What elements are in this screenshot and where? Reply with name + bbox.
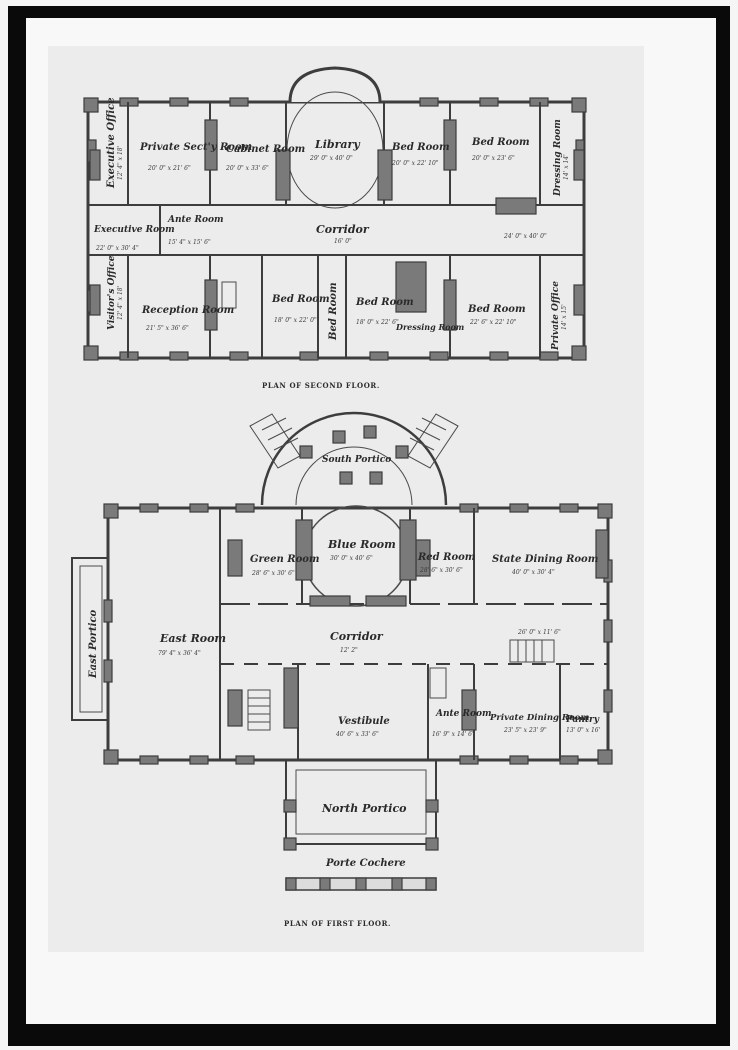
second-floor-corridor-label: Corridor <box>316 223 370 236</box>
svg-text:22' 0" x 30' 4": 22' 0" x 30' 4" <box>95 245 139 252</box>
svg-text:14' x 14': 14' x 14' <box>563 154 570 180</box>
first-floor-corridor-label: Corridor <box>330 630 384 643</box>
bed-room-4-label: Bed Room <box>355 297 414 308</box>
svg-text:28' 6" x 30' 6": 28' 6" x 30' 6" <box>251 570 295 577</box>
svg-text:12' 4" x 18': 12' 4" x 18' <box>117 285 124 320</box>
red-room-label: Red Room <box>417 552 475 563</box>
green-room-label: Green Room <box>250 554 320 565</box>
svg-text:15' 4" x 15' 6": 15' 4" x 15' 6" <box>168 239 211 246</box>
south-portico-label: South Portico <box>322 455 391 465</box>
library-label: Library <box>314 138 361 151</box>
svg-text:13' 0" x 16': 13' 0" x 16' <box>566 727 601 734</box>
bed-room-vertical-label: Bed Room <box>328 282 339 341</box>
dressing-room-right-label: Dressing Room <box>553 119 563 197</box>
dressing-room-center-label: Dressing Room <box>395 322 464 332</box>
vestibule-label: Vestibule <box>338 716 390 727</box>
executive-office-label: Executive Office <box>106 97 117 189</box>
svg-text:20' 0" x 21' 6": 20' 0" x 21' 6" <box>147 165 191 172</box>
svg-text:28' 6" x 30' 6": 28' 6" x 30' 6" <box>419 567 463 574</box>
svg-text:29' 0" x 40' 0": 29' 0" x 40' 0" <box>309 155 353 162</box>
svg-text:16' 9" x 14' 6": 16' 9" x 14' 6" <box>432 731 475 738</box>
svg-text:20' 0" x 22' 10": 20' 0" x 22' 10" <box>391 160 439 167</box>
bed-room-3-label: Bed Room <box>271 294 330 305</box>
second-floor-caption: PLAN OF SECOND FLOOR. <box>262 381 380 390</box>
state-dining-room-label: State Dining Room <box>492 554 598 565</box>
svg-text:79' 4" x 36' 4": 79' 4" x 36' 4" <box>158 650 201 657</box>
svg-text:12' 4" x 18': 12' 4" x 18' <box>117 145 124 180</box>
svg-text:12' 2": 12' 2" <box>340 647 358 654</box>
south-portico-columns <box>299 425 409 485</box>
private-sect-room-label: Private Sect'y Room <box>139 142 252 153</box>
svg-text:30' 0" x 40' 6": 30' 0" x 40' 6" <box>330 555 373 562</box>
svg-text:16' 0": 16' 0" <box>334 238 352 245</box>
svg-text:18' 0" x 22' 0": 18' 0" x 22' 0" <box>274 317 317 324</box>
north-portico-label: North Portico <box>321 802 407 815</box>
svg-text:40' 6" x 33' 6": 40' 6" x 33' 6" <box>335 731 379 738</box>
bed-room-1-label: Bed Room <box>391 142 450 153</box>
svg-text:24' 0" x 40' 0": 24' 0" x 40' 0" <box>503 233 547 240</box>
second-floor-plan: Executive Office 12' 4" x 18' Private Se… <box>83 66 587 361</box>
cabinet-room-label: Cabinet Room <box>226 144 305 155</box>
svg-text:23' 5" x 23' 9": 23' 5" x 23' 9" <box>503 727 547 734</box>
bed-room-5-label: Bed Room <box>467 304 526 315</box>
ante-room-first-label: Ante Room <box>435 709 492 719</box>
blue-room-label: Blue Room <box>327 538 396 551</box>
private-office-label: Private Office <box>551 281 561 351</box>
svg-text:14' x 15': 14' x 15' <box>561 304 568 330</box>
ante-room-label: Ante Room <box>167 215 224 225</box>
east-portico-label: East Portico <box>88 609 99 679</box>
first-floor-caption: PLAN OF FIRST FLOOR. <box>284 919 391 928</box>
svg-text:20' 0" x 33' 6": 20' 0" x 33' 6" <box>225 165 269 172</box>
porte-cochere-label: Porte Cochere <box>325 858 406 869</box>
svg-text:21' 5" x 36' 6": 21' 5" x 36' 6" <box>145 325 189 332</box>
private-dining-room-label: Private Dining Room <box>489 713 589 723</box>
bed-room-2-label: Bed Room <box>471 137 530 148</box>
svg-text:40' 0" x 30' 4": 40' 0" x 30' 4" <box>511 569 555 576</box>
svg-text:26' 0" x 11' 6": 26' 0" x 11' 6" <box>517 629 561 636</box>
svg-text:20' 0" x 23' 6": 20' 0" x 23' 6" <box>471 155 515 162</box>
east-room-label: East Room <box>159 632 226 645</box>
svg-text:22' 6" x 22' 10": 22' 6" x 22' 10" <box>469 319 517 326</box>
first-floor-plan: South Portico Green Room 28' 6" x 30' 6"… <box>71 411 613 891</box>
pantry-label: Pantry <box>565 715 600 725</box>
reception-room-label: Reception Room <box>141 305 234 316</box>
svg-text:18' 0" x 22' 6": 18' 0" x 22' 6" <box>356 319 399 326</box>
executive-room-label: Executive Room <box>93 225 175 235</box>
visitors-office-label: Visitor's Office <box>107 255 117 330</box>
